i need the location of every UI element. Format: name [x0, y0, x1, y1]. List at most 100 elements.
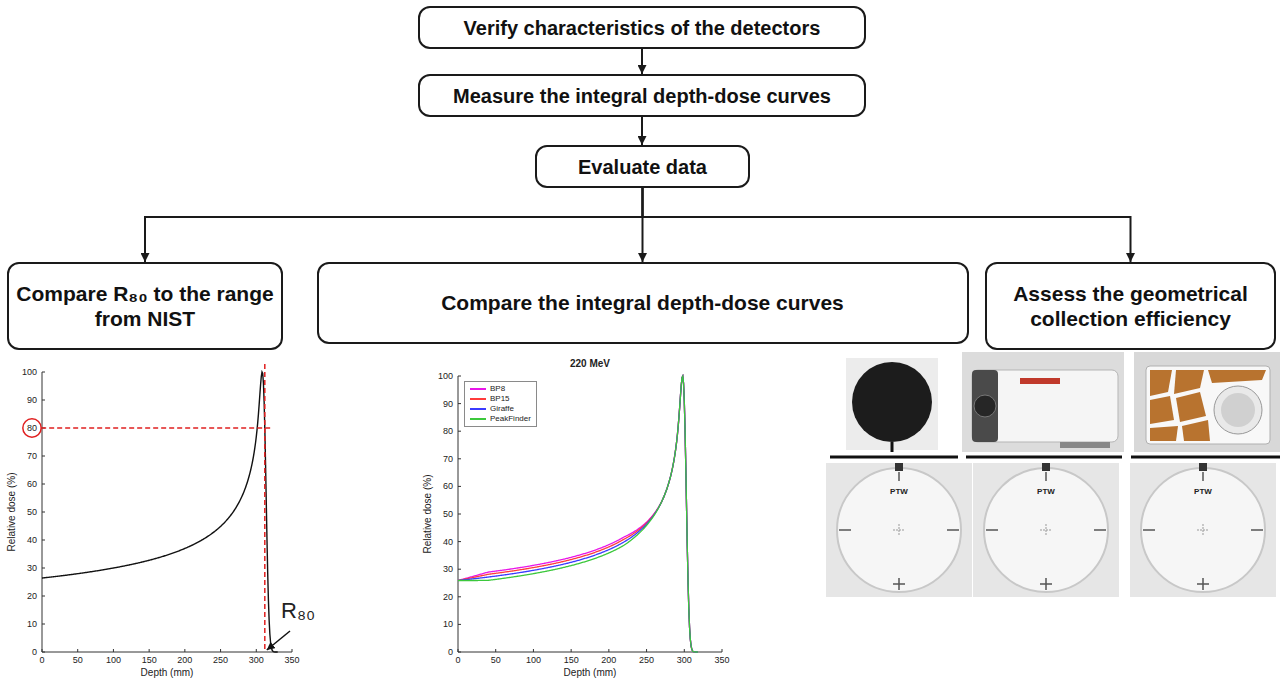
process-box: Compare the integral depth-dose curves [317, 262, 969, 344]
alignment-marks [1143, 472, 1263, 590]
giraffe-pattern [1150, 370, 1266, 441]
chamber-disc [837, 468, 961, 592]
axis-tick-label: 70 [27, 451, 37, 461]
axis-tick-label: 150 [142, 655, 157, 665]
axis-tick-label: 0 [455, 655, 460, 665]
detector-housing [972, 370, 1118, 442]
box-text: Compare R₈₀ to the range from NIST [15, 281, 275, 331]
pattern-patch [1182, 420, 1210, 441]
axis-tick-label: 300 [677, 655, 692, 665]
axis-tick-label: 100 [438, 371, 453, 381]
chamber-cable [891, 442, 894, 452]
legend-swatch [470, 398, 486, 400]
axis-title: Depth (mm) [141, 667, 194, 679]
axis-tick-label: 80 [27, 423, 37, 433]
axis-tick-label: 60 [443, 481, 453, 491]
axis-tick-label: 50 [443, 509, 453, 519]
chart-legend: BP8BP15GiraffePeakFinder [464, 381, 537, 427]
range-annotation: R₈₀ [281, 598, 315, 623]
axis-tick-label: 30 [27, 563, 37, 573]
axis-tick-label: 0 [32, 647, 37, 657]
separator-line [830, 456, 1280, 459]
axis-tick-label: 200 [601, 655, 616, 665]
axis-tick-label: 100 [22, 367, 37, 377]
legend-text: BP15 [490, 394, 510, 404]
axis-tick-label: 60 [27, 479, 37, 489]
pattern-patch [1150, 370, 1172, 396]
flow-arrow [643, 188, 1131, 262]
chamber-disc [984, 468, 1108, 592]
detector-badge [1020, 378, 1060, 384]
process-box: Assess the geometrical collection effici… [985, 262, 1276, 350]
photo-ground [846, 358, 938, 450]
depth-dose-curve [458, 376, 698, 652]
box-text: Measure the integral depth-dose curves [453, 84, 831, 108]
detector-window [1214, 386, 1262, 434]
detector-front [972, 370, 998, 442]
axis-title: Relative dose (%) [422, 475, 434, 554]
pattern-patch [1176, 392, 1206, 422]
axis-tick-label: 250 [639, 655, 654, 665]
axis-tick-label: 350 [714, 655, 729, 665]
flow-arrow [641, 49, 643, 74]
pattern-patch [1174, 370, 1204, 394]
chart-axis [458, 376, 722, 652]
legend-row: BP15 [470, 394, 531, 404]
process-box: Compare R₈₀ to the range from NIST [7, 262, 283, 350]
pattern-patch [1150, 396, 1174, 424]
highlight-circle [23, 419, 41, 437]
axis-tick-label: 10 [443, 619, 453, 629]
axis-tick-label: 100 [106, 655, 121, 665]
photo-ground [1134, 352, 1280, 452]
axis-tick-label: 200 [177, 655, 192, 665]
detector-photos [826, 352, 1280, 597]
legend-swatch [470, 418, 486, 420]
pattern-patch [1150, 426, 1178, 441]
axis-tick-label: 20 [27, 591, 37, 601]
legend-text: Giraffe [490, 404, 514, 414]
flow-arrow [641, 117, 643, 145]
alignment-marks [986, 472, 1106, 590]
legend-swatch [470, 388, 486, 390]
legend-swatch [470, 408, 486, 410]
chamber-cable [1042, 463, 1050, 471]
photo-ground [826, 463, 972, 597]
axis-tick-label: 70 [443, 454, 453, 464]
chart-axis [42, 372, 292, 652]
reference-line [41, 427, 271, 429]
detector-base [1060, 442, 1110, 448]
pointer-arrow [267, 631, 290, 650]
flow-arrow [145, 188, 643, 262]
center-cross [893, 524, 905, 536]
axis-ticks [42, 372, 722, 652]
pattern-patch [1208, 370, 1266, 383]
alignment-marks [839, 472, 959, 590]
axis-tick-label: 0 [39, 655, 44, 665]
axis-tick-label: 20 [443, 592, 453, 602]
axis-title: Relative dose (%) [6, 473, 18, 552]
chart-layer [23, 364, 722, 652]
legend-row: Giraffe [470, 404, 531, 414]
axis-tick-label: 40 [443, 536, 453, 546]
process-box: Evaluate data [535, 145, 750, 188]
axis-tick-label: 90 [443, 398, 453, 408]
axis-tick-label: 10 [27, 619, 37, 629]
detector-window [974, 395, 996, 417]
axis-tick-label: 0 [448, 647, 453, 657]
chart-title: 220 MeV [570, 358, 610, 370]
box-text: Evaluate data [578, 155, 707, 179]
legend-row: PeakFinder [470, 414, 531, 424]
chamber-cable [1199, 463, 1207, 471]
axis-tick-label: 40 [27, 535, 37, 545]
axis-tick-label: 50 [73, 655, 83, 665]
reference-line [264, 364, 266, 652]
legend-row: BP8 [470, 384, 531, 394]
axis-tick-label: 50 [491, 655, 501, 665]
center-cross [1197, 524, 1209, 536]
legend-text: BP8 [490, 384, 505, 394]
axis-tick-label: 300 [249, 655, 264, 665]
chamber-cable [895, 463, 903, 471]
photo-ground [962, 352, 1124, 452]
axis-tick-label: 100 [526, 655, 541, 665]
